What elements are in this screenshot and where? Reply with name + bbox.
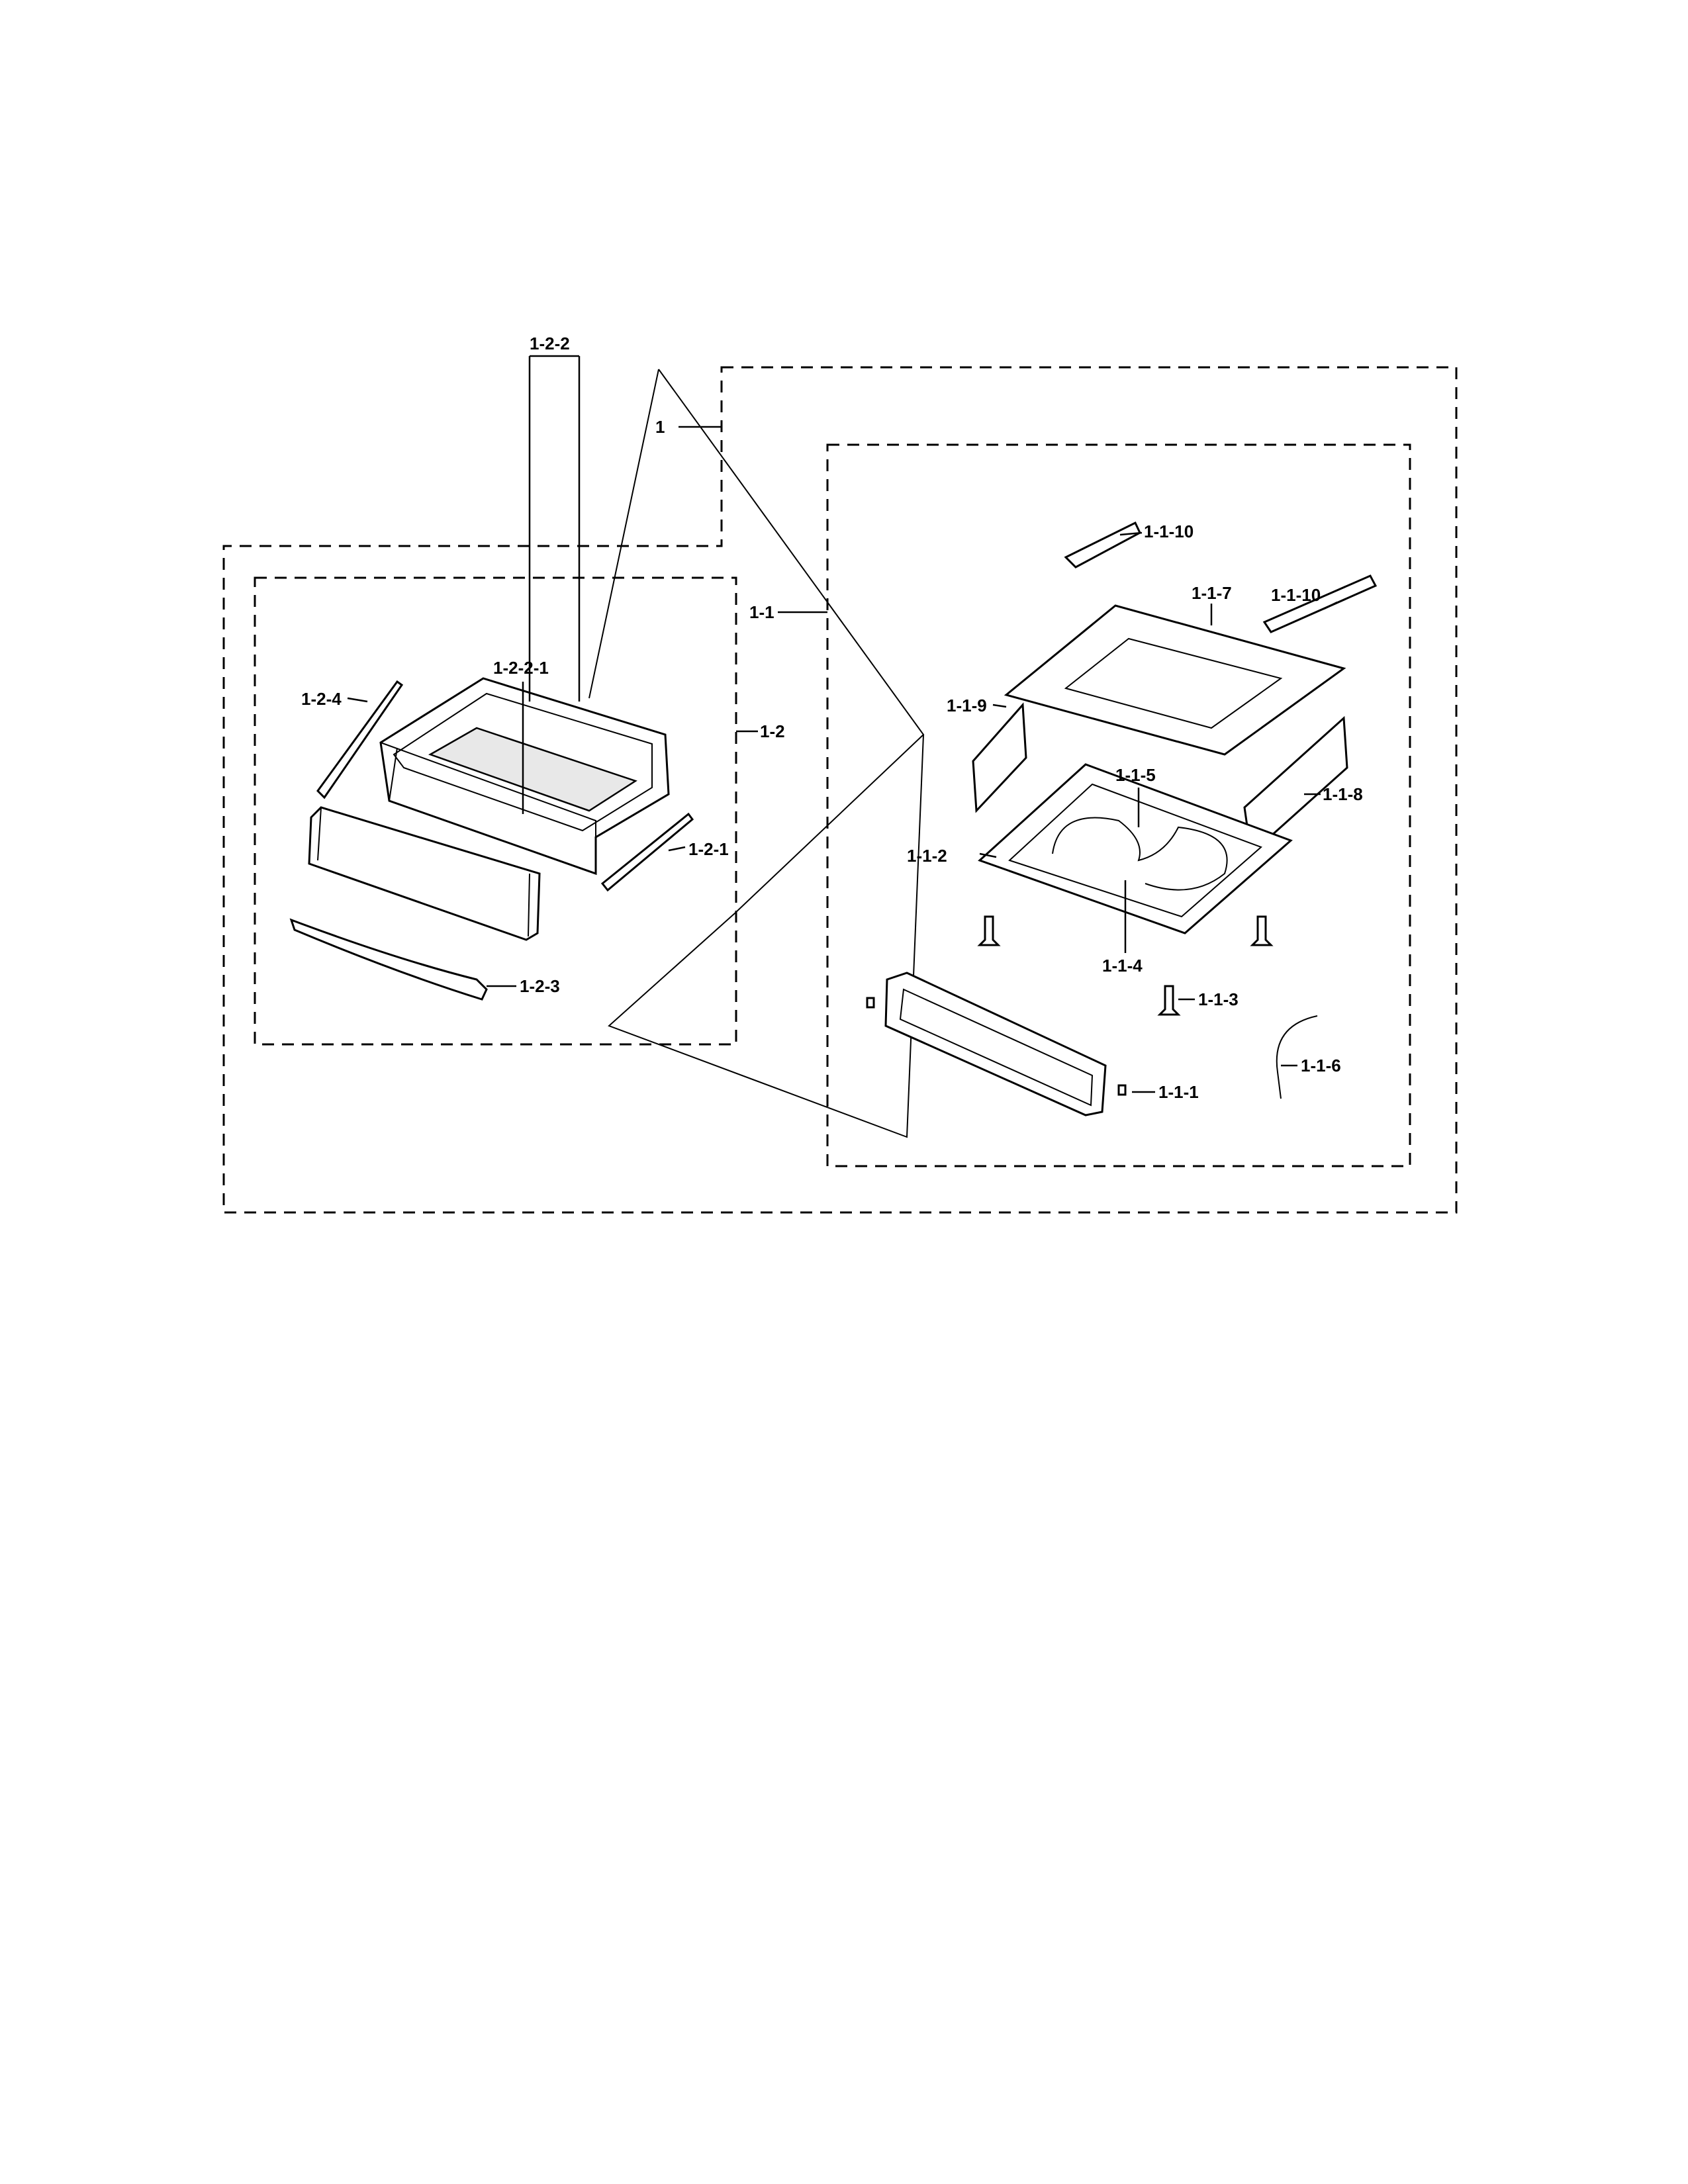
drawer-box-inner <box>393 692 653 832</box>
drawer-front-panel-edge <box>317 807 530 937</box>
door-screw-right <box>1117 1084 1127 1096</box>
screw-left <box>977 915 1001 946</box>
projection-lines <box>588 369 925 1138</box>
heating-element <box>1052 817 1228 891</box>
label-1-1-9: 1-1-9 <box>947 696 987 715</box>
wire-harness <box>1276 1015 1318 1099</box>
bracket-left <box>972 702 1027 813</box>
top-cover-window <box>1064 637 1283 729</box>
label-1-1-7: 1-1-7 <box>1192 583 1232 603</box>
outline-group-1-1 <box>826 443 1411 1167</box>
door-screw-left <box>866 997 875 1009</box>
drawer-handle <box>289 918 488 1001</box>
label-1-1-10-b: 1-1-10 <box>1271 585 1321 605</box>
label-1-2-2: 1-2-2 <box>530 334 570 353</box>
label-1-1-3: 1-1-3 <box>1198 989 1239 1009</box>
label-1-1-10-a: 1-1-10 <box>1144 522 1194 541</box>
label-1-2: 1-2 <box>760 721 785 741</box>
screw-right <box>1250 915 1274 946</box>
hinge-right <box>1262 574 1378 633</box>
door-panel <box>884 972 1107 1116</box>
cavity-bottom <box>978 763 1293 934</box>
drawer-assembly <box>379 677 670 876</box>
label-1-2-1: 1-2-1 <box>688 839 729 859</box>
top-cover <box>1004 604 1346 756</box>
label-1-1-2: 1-1-2 <box>907 846 947 866</box>
drawer-liner <box>428 727 637 812</box>
label-1-2-3: 1-2-3 <box>520 976 560 996</box>
cavity-bottom-inner <box>1008 783 1262 918</box>
label-1-1-5: 1-1-5 <box>1115 765 1156 785</box>
label-1-2-4: 1-2-4 <box>301 689 342 709</box>
hinge-left <box>1064 521 1141 569</box>
outline-group-1-2 <box>254 576 737 1046</box>
drawer-rail-right <box>600 812 694 892</box>
leader-lines <box>347 355 1338 1093</box>
label-1-2-2-1: 1-2-2-1 <box>493 658 549 678</box>
label-1: 1 <box>655 417 665 437</box>
screw-lower <box>1157 985 1181 1016</box>
label-1-1-4: 1-1-4 <box>1102 956 1143 976</box>
label-1-1-1: 1-1-1 <box>1158 1082 1199 1102</box>
door-panel-window <box>899 988 1094 1107</box>
label-1-1: 1-1 <box>749 602 774 622</box>
drawer-rail-left <box>316 680 404 799</box>
label-1-1-8: 1-1-8 <box>1323 784 1363 804</box>
outline-assembly-1 <box>222 366 1458 1214</box>
label-1-1-6: 1-1-6 <box>1301 1056 1341 1075</box>
drawer-front-frame <box>380 742 596 874</box>
